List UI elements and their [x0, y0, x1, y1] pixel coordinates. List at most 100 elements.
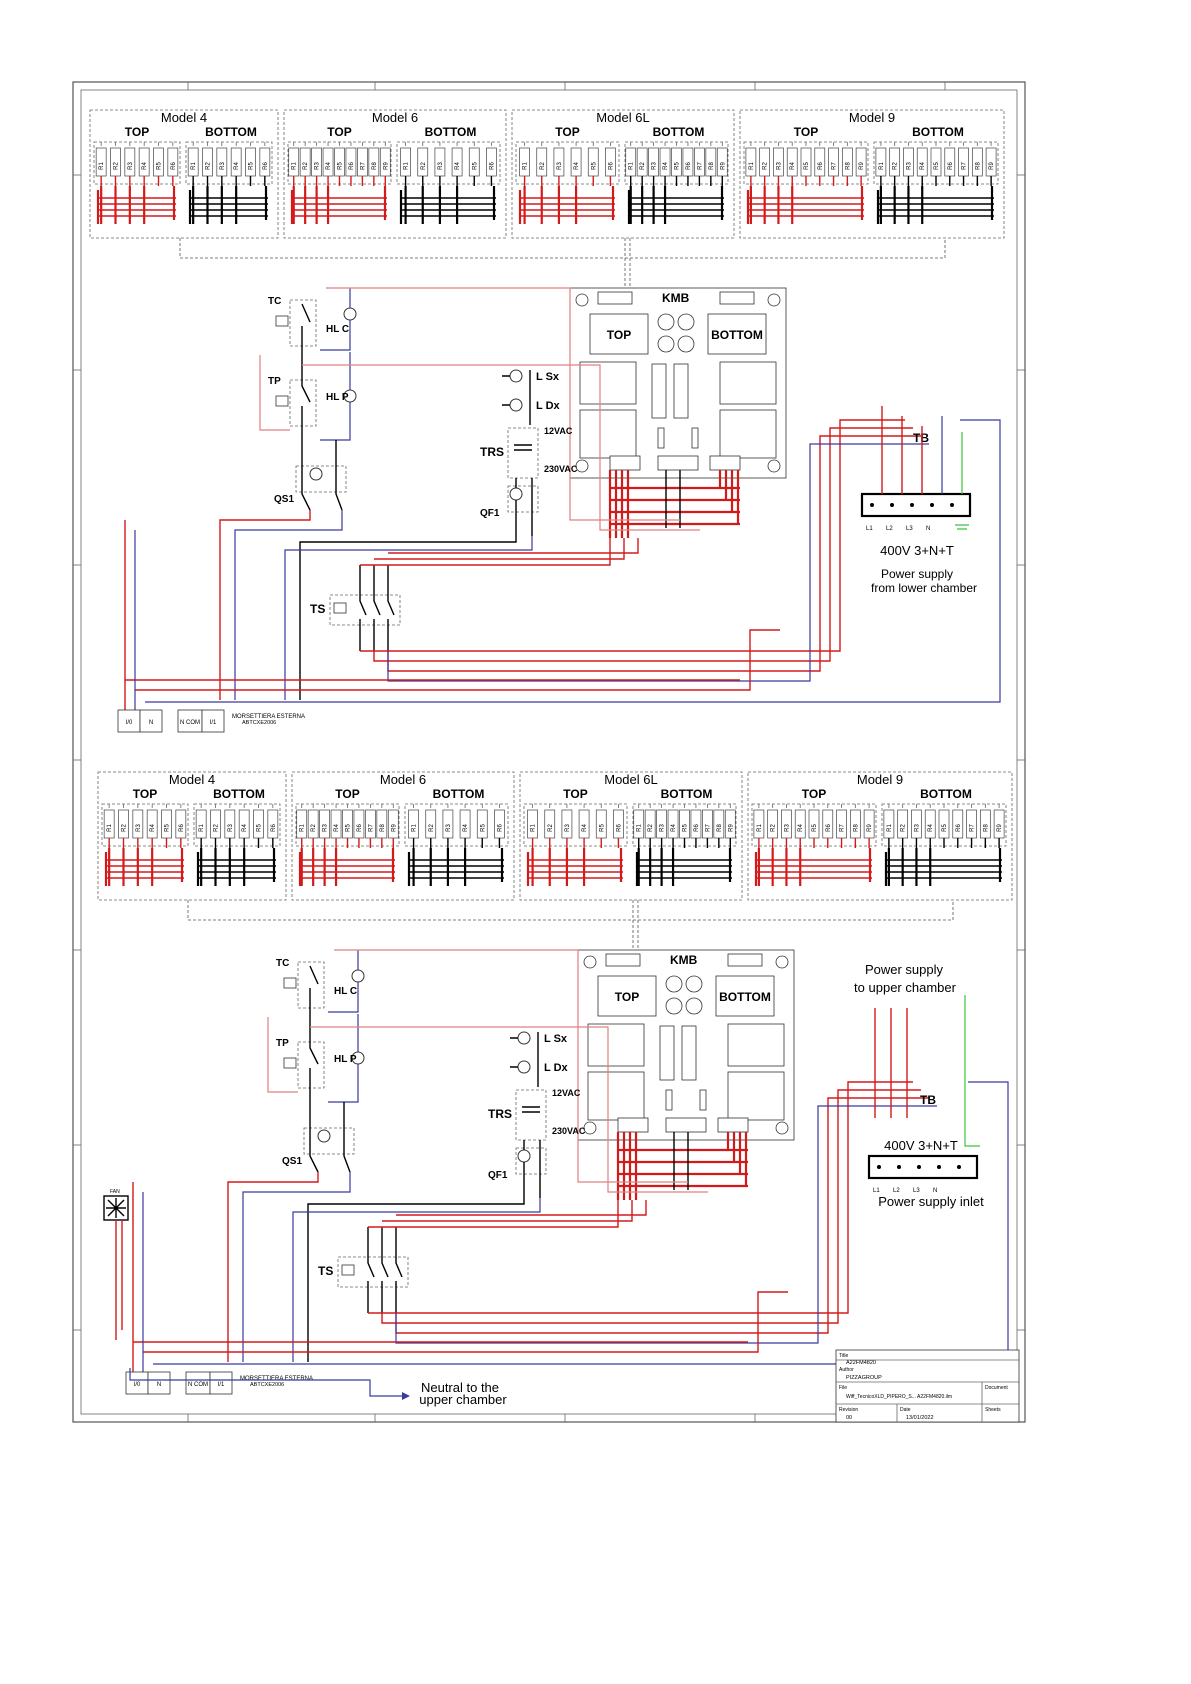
hlc-wire: [328, 950, 359, 1013]
trs-core: [522, 1106, 540, 1113]
connector: [605, 953, 641, 967]
resistor: [210, 809, 221, 839]
capacitor: [657, 313, 675, 331]
resistor: [753, 809, 765, 839]
ts-pole: [367, 1227, 375, 1313]
resistor: [387, 809, 399, 839]
lamp-wire: [502, 370, 531, 425]
resistor: [724, 809, 736, 839]
resistor: [889, 147, 901, 177]
resistor-label: R9: [383, 162, 389, 170]
supply-line1: Power supply: [881, 567, 953, 581]
resistor: [161, 809, 172, 839]
resistor-label: R4: [798, 824, 804, 832]
resistor-label: R7: [962, 162, 968, 170]
tc-label: TC: [268, 296, 281, 307]
phase-wire: [881, 406, 923, 494]
ldx-label: L Dx: [544, 1062, 569, 1074]
tc-thermostat: [297, 961, 325, 1009]
relay: [587, 1071, 645, 1121]
resistor: [468, 147, 480, 177]
resistor-label: R1: [199, 824, 205, 832]
resistor: [259, 147, 271, 177]
lsx-label: L Sx: [536, 371, 560, 383]
model-box: [519, 771, 743, 901]
resistor-label: R2: [114, 162, 120, 170]
control-loop: [302, 364, 700, 531]
bottom-label: BOTTOM: [653, 125, 705, 139]
resistor-label: R2: [771, 824, 777, 832]
resistor-label: R6: [818, 162, 824, 170]
resistor-label: R5: [480, 824, 486, 832]
resistor: [230, 147, 242, 177]
resistor-label: R5: [249, 162, 255, 170]
resistor: [167, 147, 179, 177]
fan-blades: [106, 1198, 126, 1218]
capacitor: [677, 313, 695, 331]
date-value: 13/01/2022: [906, 1415, 934, 1421]
phase-label: N: [926, 526, 930, 532]
resistor: [536, 147, 548, 177]
resistor: [875, 147, 887, 177]
resistor: [636, 147, 648, 177]
mount-hole: [583, 955, 597, 969]
bottom-res-box: [396, 141, 501, 185]
qs1-lamp: [317, 1129, 331, 1143]
terminal: [717, 1117, 749, 1133]
resistor: [985, 147, 997, 177]
terminal-cell-label: N COM: [180, 720, 200, 726]
resistor-label: R2: [303, 162, 309, 170]
resistor: [938, 809, 950, 839]
terminal-cell: [209, 1371, 233, 1395]
model-box: [283, 109, 507, 239]
resistor-label: R9: [997, 824, 1003, 832]
tc-coil: [283, 977, 297, 989]
resistor: [322, 147, 334, 177]
qf1-lamp: [509, 487, 523, 501]
resistor: [224, 809, 236, 839]
resistor: [195, 809, 207, 839]
hlc-label: HL C: [326, 324, 349, 335]
resistor: [103, 809, 115, 839]
supply-voltage: 400V 3+N+T: [880, 543, 954, 558]
resistor-label: R3: [323, 824, 329, 832]
resistor: [238, 809, 250, 839]
resistor: [442, 809, 454, 839]
tb-pin: [957, 1165, 961, 1169]
lamp-wire: [510, 1032, 539, 1087]
resistor: [836, 809, 847, 839]
arrow-head-icon: [402, 1392, 410, 1400]
ic: [659, 1025, 675, 1081]
file-value: Wiff_TecnicoXLD_PIPERO_S... A22FM4820.il…: [846, 1394, 952, 1400]
phase-label: L2: [893, 1188, 900, 1194]
resistor-label: R7: [697, 162, 703, 170]
resistor-label: R4: [928, 824, 934, 832]
resistor-label: R6: [694, 824, 700, 832]
tb-pin: [930, 503, 934, 507]
sheet-inner-frame: [80, 89, 1018, 1415]
resistor: [705, 147, 717, 177]
tp-coil: [283, 1057, 297, 1069]
capacitor: [677, 335, 695, 353]
bottom-res-box: [404, 803, 509, 847]
upper-supply-wire: [874, 1008, 908, 1118]
resistor-label: R5: [942, 824, 948, 832]
model-title: Model 9: [849, 110, 895, 125]
bank-link: [187, 900, 954, 921]
lsx-label: L Sx: [544, 1033, 568, 1045]
model-title: Model 4: [169, 772, 215, 787]
mount-hole: [775, 955, 789, 969]
ts-contactor: TS: [124, 419, 1001, 710]
resistor-label: R6: [263, 162, 269, 170]
resistor-label: R8: [709, 162, 715, 170]
resistor: [773, 147, 784, 177]
resistor: [822, 809, 834, 839]
resistor-label: R7: [368, 824, 374, 832]
phase-label: L2: [886, 526, 893, 532]
resistor: [587, 147, 599, 177]
